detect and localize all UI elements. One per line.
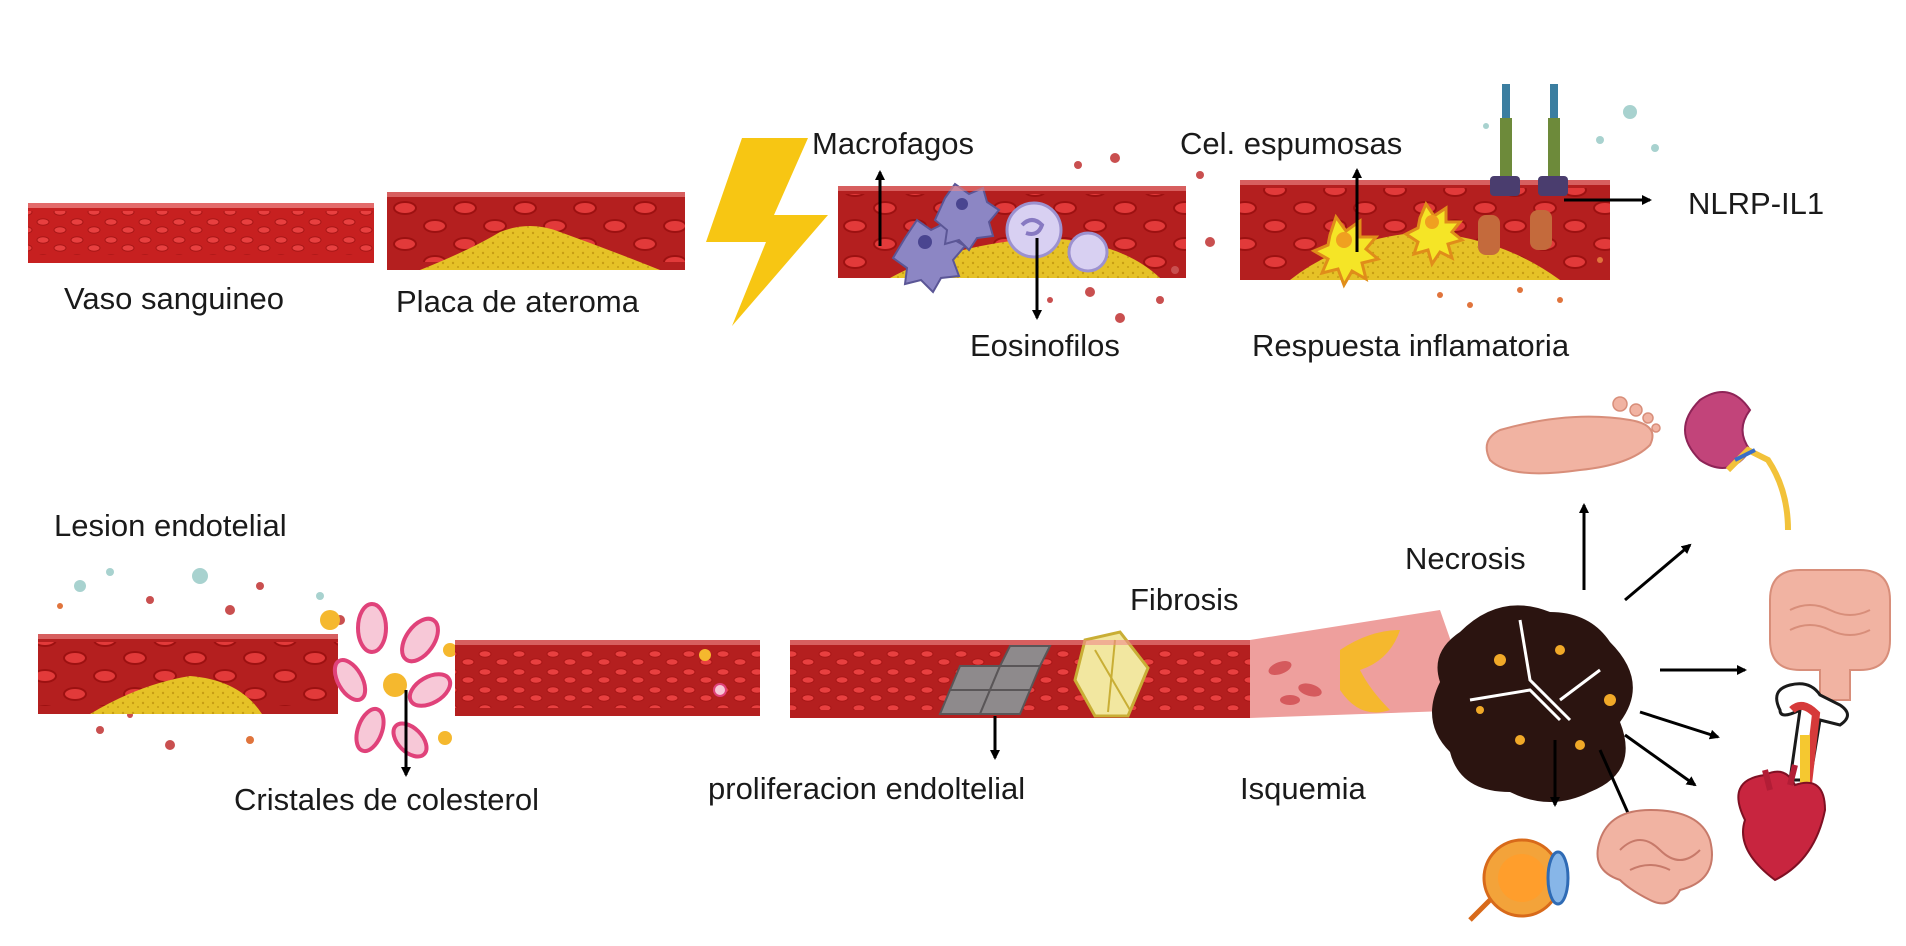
label-respuesta-inflamatoria: Respuesta inflamatoria <box>1252 328 1570 363</box>
foam-cell <box>1403 200 1466 268</box>
heart-icon <box>1737 764 1827 882</box>
label-necrosis: Necrosis <box>1405 541 1526 576</box>
label-proliferacion-endotelial: proliferacion endoltelial <box>708 771 1026 806</box>
ischemia-vessel <box>1250 610 1475 718</box>
bone-icon <box>1775 682 1849 790</box>
intestine-icon <box>1769 569 1891 701</box>
arrow-to-brain <box>1598 749 1634 824</box>
label-placa-de-ateroma: Placa de ateroma <box>396 284 639 319</box>
label-lesion-endotelial: Lesion endotelial <box>54 508 287 543</box>
vessel-segment <box>455 640 760 716</box>
inflammatory-particles <box>1437 257 1603 308</box>
label-nlrp-il1: NLRP-IL1 <box>1688 186 1825 221</box>
macrophage-cell <box>933 182 1001 252</box>
arrow-to-heart <box>1624 733 1697 787</box>
label-cel-espumosas: Cel. espumosas <box>1180 126 1403 161</box>
healthy-vessel <box>28 203 374 263</box>
receptor-icon <box>1478 84 1568 255</box>
eosinophil-cell <box>1067 231 1109 273</box>
arrow-to-kidney <box>1624 543 1692 602</box>
brain-icon <box>1596 808 1713 905</box>
label-isquemia: Isquemia <box>1240 771 1366 806</box>
cholesterol-crystals <box>320 602 457 759</box>
eosinophil-cell <box>1005 201 1063 259</box>
macrophage-vessel <box>838 182 1186 294</box>
label-macrofagos: Macrofagos <box>812 126 974 161</box>
label-fibrosis: Fibrosis <box>1130 582 1239 617</box>
endothelial-cells <box>938 645 1052 715</box>
arrow-to-bone <box>1639 710 1720 740</box>
foot-icon <box>1485 396 1661 475</box>
proliferation-vessel <box>790 630 1250 718</box>
label-cristales-de-colesterol: Cristales de colesterol <box>234 782 539 817</box>
lightning-icon <box>706 138 828 326</box>
lesion-vessel <box>38 634 338 714</box>
label-eosinofilos: Eosinofilos <box>970 328 1120 363</box>
eye-icon <box>1468 838 1570 922</box>
inflammatory-particles <box>1047 153 1215 323</box>
plaque-vessel <box>387 192 685 270</box>
label-vaso-sanguineo: Vaso sanguineo <box>64 281 285 316</box>
necrosis-mass <box>1432 605 1633 802</box>
fibrosis-crystal <box>1073 630 1150 718</box>
kidney-icon <box>1684 391 1791 531</box>
inflammatory-particles <box>1483 105 1659 152</box>
